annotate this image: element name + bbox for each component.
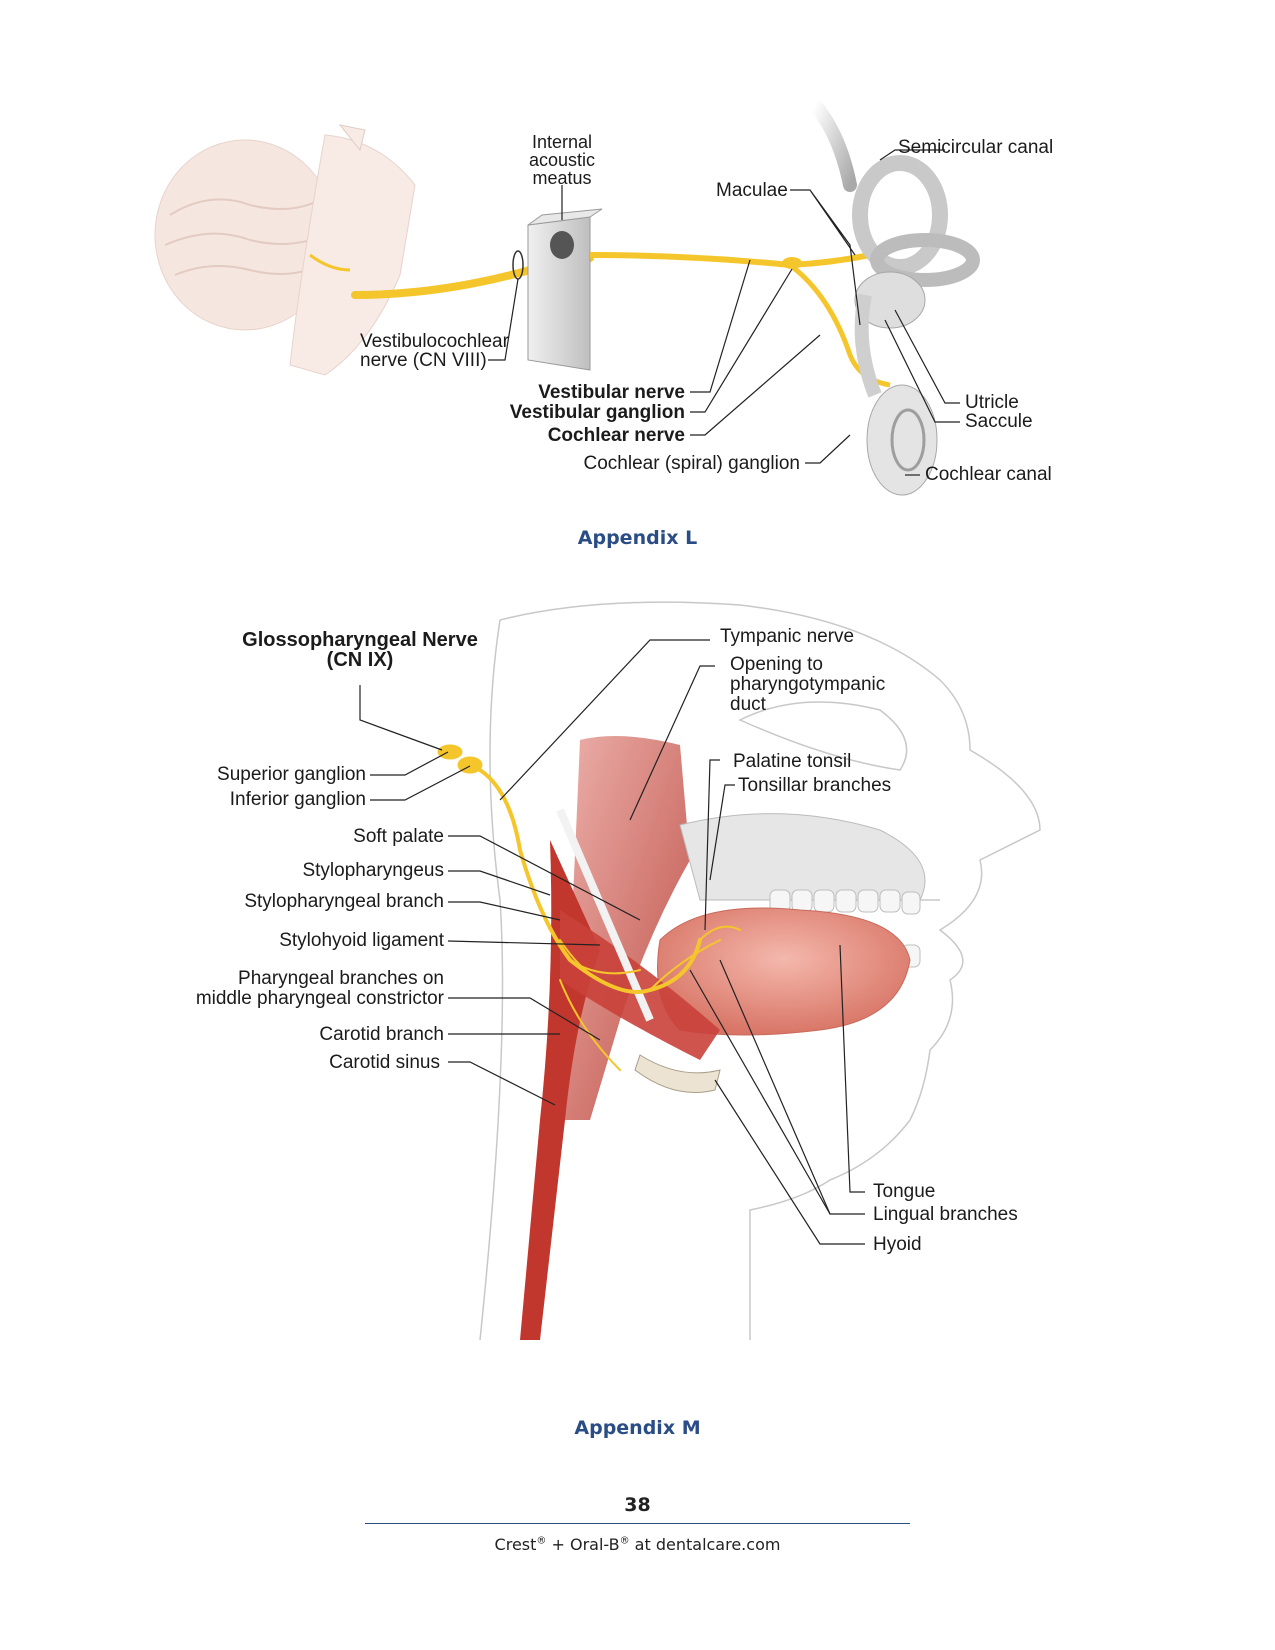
registered-mark: ® [619, 1535, 630, 1547]
vestibulocochlear-nerve-trunk [351, 254, 594, 299]
footer-credit: Crest® + Oral-B® at dentalcare.com [0, 1535, 1275, 1554]
footer-plus: + [546, 1535, 570, 1554]
title-line: (CN IX) [326, 649, 394, 671]
brand-crest: Crest [494, 1535, 537, 1554]
label-stylopharyngeal-branch: Stylopharyngeal branch [244, 891, 444, 912]
label-cochlear-spiral-ganglion: Cochlear (spiral) ganglion [583, 453, 801, 474]
label-utricle: Utricle [965, 392, 1019, 413]
label-carotid-branch: Carotid branch [319, 1024, 444, 1045]
label-stylopharyngeus: Stylopharyngeus [302, 860, 444, 881]
label-line: Opening to [730, 654, 823, 675]
label-line: middle pharyngeal constrictor [195, 988, 444, 1009]
label-semicircular-canal: Semicircular canal [898, 137, 1054, 158]
label-superior-ganglion: Superior ganglion [217, 764, 366, 785]
label-line: Vestibulocochlear [360, 331, 509, 352]
glossopharyngeal-nerve [437, 744, 741, 1071]
appendix-l-leader-lines [488, 149, 960, 476]
label-cochlear-nerve: Cochlear nerve [547, 425, 685, 446]
label-vestibulocochlear-nerve: Vestibulocochlear nerve (CN VIII) [360, 332, 509, 370]
head-neck-diagram [359, 601, 1041, 1341]
appendix-l-caption: Appendix L [577, 527, 698, 549]
label-pharyngeal-branches: Pharyngeal branches on middle pharyngeal… [180, 969, 444, 1009]
brand-oral-b: Oral-B [569, 1535, 620, 1554]
label-saccule: Saccule [965, 411, 1033, 432]
label-line: duct [730, 694, 766, 715]
footer-divider [365, 1523, 910, 1524]
appendix-m-caption: Appendix M [574, 1417, 701, 1439]
label-inferior-ganglion: Inferior ganglion [229, 789, 366, 810]
pharyngeal-constrictor [560, 910, 720, 1060]
label-cochlear-canal: Cochlear canal [925, 464, 1052, 485]
label-soft-palate: Soft palate [353, 826, 444, 847]
hyoid-bone [634, 1054, 721, 1093]
glossopharyngeal-illustration: Glossopharyngeal Nerve (CN IX) Tympanic … [180, 600, 1100, 1341]
label-line: pharyngotympanic [730, 674, 886, 695]
label-line: meatus [532, 168, 592, 188]
label-vestibular-nerve: Vestibular nerve [538, 382, 685, 403]
label-carotid-sinus: Carotid sinus [329, 1052, 440, 1073]
label-line: acoustic [528, 150, 596, 170]
brainstem-cerebellum [154, 124, 416, 376]
inner-ear-diagram [154, 98, 980, 496]
pharynx [560, 736, 690, 1120]
registered-mark: ® [536, 1535, 547, 1547]
label-vestibular-ganglion: Vestibular ganglion [509, 402, 685, 423]
vestibulocochlear-illustration: Internal acoustic meatus Semicircular ca… [150, 95, 1120, 505]
label-line: Pharyngeal branches on [238, 968, 444, 989]
label-line: Internal [531, 132, 593, 152]
label-tympanic-nerve: Tympanic nerve [720, 626, 855, 647]
appendix-m-leader-lines [359, 639, 865, 1245]
label-lingual-branches: Lingual branches [873, 1204, 1018, 1225]
label-line: nerve (CN VIII) [360, 350, 487, 371]
label-hyoid: Hyoid [873, 1234, 922, 1255]
label-tonsillar-branches: Tonsillar branches [738, 775, 892, 796]
title-line: Glossopharyngeal Nerve [242, 629, 478, 651]
page-number: 38 [624, 1494, 651, 1516]
footer-site: at dentalcare.com [629, 1535, 781, 1554]
label-palatine-tonsil: Palatine tonsil [733, 751, 852, 772]
oral-cavity [679, 813, 926, 901]
temporal-bone-block [512, 208, 603, 371]
labyrinth [808, 98, 980, 496]
label-maculae: Maculae [716, 180, 788, 201]
label-stylohyoid-ligament: Stylohyoid ligament [279, 930, 444, 951]
label-tongue: Tongue [873, 1181, 936, 1202]
label-internal-acoustic-meatus: Internal acoustic meatus [512, 133, 612, 187]
label-opening-pharyngotympanic-duct: Opening to pharyngotympanic duct [730, 655, 885, 715]
figure-title-glossopharyngeal: Glossopharyngeal Nerve (CN IX) [220, 630, 500, 670]
